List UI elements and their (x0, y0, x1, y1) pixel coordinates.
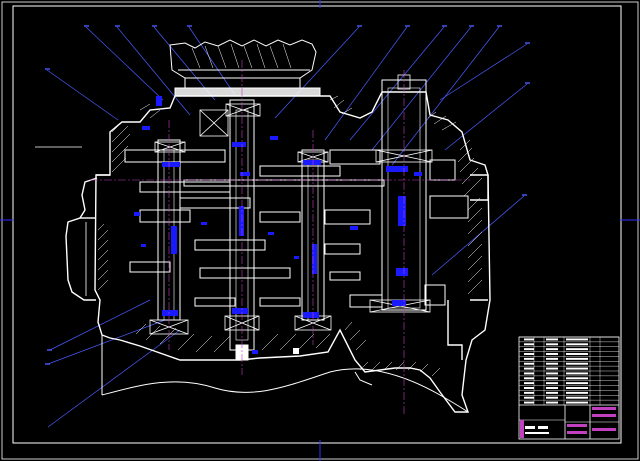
gear-11 (324, 209, 371, 225)
title-block-cell-text (566, 357, 588, 360)
balloon-marks (45, 25, 530, 365)
title-block-cell-text (546, 372, 558, 375)
gear-13 (329, 271, 361, 281)
title-block-cell-text (524, 353, 534, 355)
gear-5 (259, 211, 301, 223)
inner-border (12, 5, 622, 444)
title-block-cell-text (546, 362, 558, 365)
title-block-cell-text (546, 338, 558, 341)
title-block-cell-text (524, 348, 534, 351)
title-block-cell-text (524, 396, 534, 399)
title-block-cell-text (524, 382, 534, 385)
title-block-rows (519, 336, 619, 405)
title-block-cell-text (524, 367, 534, 370)
title-block-cell-text (566, 367, 588, 370)
title-block-cell-text (566, 382, 588, 385)
gear-9 (194, 297, 236, 307)
gear-2 (139, 181, 231, 193)
blue-sections (134, 96, 422, 354)
drain-plug (293, 348, 299, 354)
title-block-cell-text (524, 401, 534, 404)
title-block-cell-text (566, 343, 588, 346)
gear-12 (324, 243, 361, 255)
gear-6 (194, 239, 266, 251)
gear-10 (259, 297, 301, 307)
title-block-cell-text (546, 357, 558, 360)
centerlines (90, 60, 470, 415)
title-block-cell-text (566, 348, 588, 351)
title-block-cell-text (546, 343, 558, 346)
title-block-cell-text (546, 391, 558, 394)
title-block (518, 336, 620, 440)
section-hatching (97, 95, 483, 377)
title-block-cell-text (566, 362, 588, 365)
gear-19 (349, 294, 383, 308)
title-block-cell-text (566, 387, 588, 389)
title-block-cell-text (546, 401, 558, 404)
gear-7 (129, 261, 171, 273)
title-block-cell-text (524, 357, 534, 360)
gear-15 (259, 165, 341, 177)
title-block-cell-text (524, 387, 534, 389)
title-block-cell-text (546, 396, 558, 399)
gear-16 (329, 149, 381, 165)
gears (124, 149, 469, 308)
title-block-cell-text (524, 343, 534, 346)
title-block-cell-text (524, 377, 534, 380)
title-block-cell-text (566, 396, 588, 399)
title-block-cell-text (546, 387, 558, 389)
title-block-cell-text (546, 367, 558, 370)
title-block-cell-text (566, 372, 588, 375)
title-block-cell-text (546, 377, 558, 380)
title-block-cell-text (524, 391, 534, 394)
title-block-cell-text (566, 338, 588, 341)
gear-8 (199, 267, 291, 279)
title-block-cell-text (546, 348, 558, 351)
title-block-cell-text (524, 362, 534, 365)
title-block-cell-text (524, 338, 534, 341)
title-block-cell-text (566, 377, 588, 380)
gear-3 (179, 197, 251, 209)
title-block-cell-text (546, 353, 558, 355)
gear-14 (429, 195, 469, 219)
title-block-cell-text (566, 391, 588, 394)
gear-20 (424, 284, 446, 306)
title-block-cell-text (546, 382, 558, 385)
title-block-cell-text (524, 372, 534, 375)
title-block-cell-text (566, 401, 588, 404)
title-block-cell-text (566, 353, 588, 355)
